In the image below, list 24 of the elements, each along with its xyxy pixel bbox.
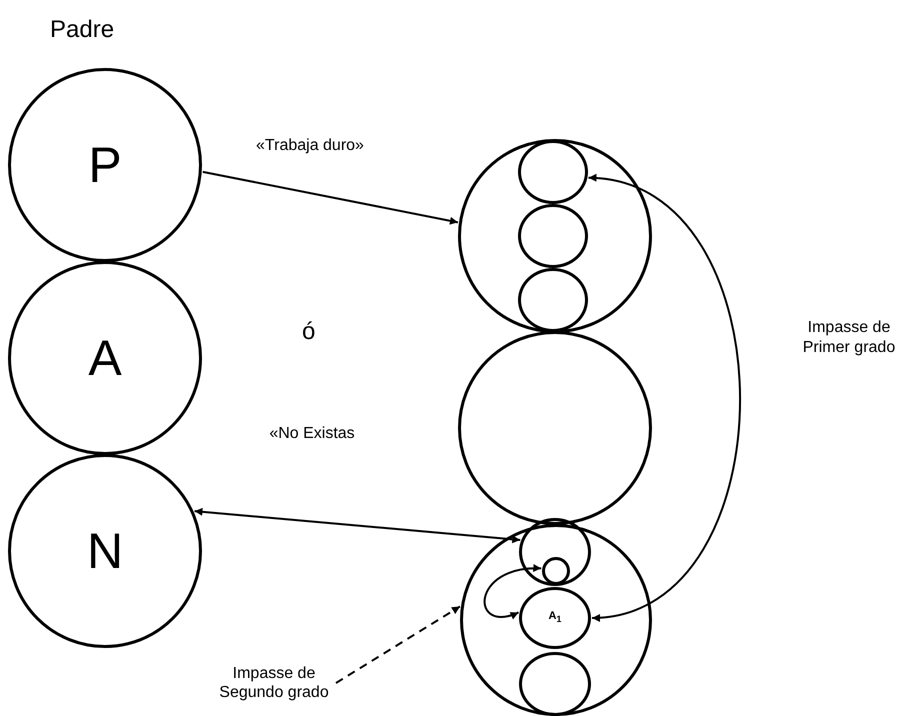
oval [518,140,588,204]
circle-node [8,68,202,262]
oval [518,268,588,332]
circle [458,139,652,333]
circle [542,557,570,585]
circle-node [519,587,591,649]
oval [519,652,591,716]
arrow [202,170,458,225]
circle-node [8,454,202,648]
node-label: N [86,526,124,576]
node-label: Impasse de Segundo grado [218,664,330,702]
dashed-arrow [335,606,460,684]
node-label: A$_{1}$ [548,611,562,625]
node-label: P [88,140,122,190]
arrow [484,564,542,619]
circle-node [8,261,202,455]
arrow [588,175,741,620]
oval [518,204,588,268]
node-label: A [88,333,122,383]
circle [458,331,652,525]
oval [519,518,591,586]
text-label: ó [302,318,316,346]
text-label: Padre [50,16,114,44]
arrow [194,508,520,544]
